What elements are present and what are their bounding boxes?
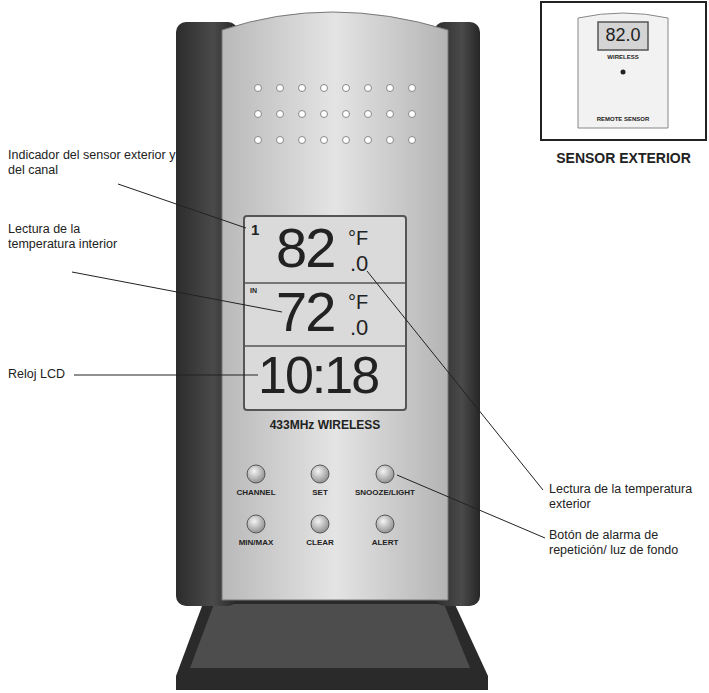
sensor-lcd xyxy=(598,22,648,50)
clock-time: 10:18 xyxy=(258,349,404,401)
front-face xyxy=(222,12,448,600)
sensor-body xyxy=(578,13,668,128)
sensor-frame xyxy=(541,2,706,140)
temp-unit: °F xyxy=(348,226,378,250)
temp-decimal: .0 xyxy=(350,251,380,277)
leader-lines xyxy=(72,184,545,538)
indoor-temp: 72 xyxy=(276,284,350,340)
temp-unit: °F xyxy=(348,290,378,314)
sensor-text: WIRELESS xyxy=(578,54,668,61)
temp-decimal: .0 xyxy=(350,315,380,341)
model-text: 433MHz WIRELESS xyxy=(244,418,406,432)
lcd-screen xyxy=(244,216,406,410)
sensor-reading: 82.0 xyxy=(598,25,648,47)
indoor-mark: IN xyxy=(250,287,270,295)
callout-label: Reloj LCD xyxy=(8,367,88,382)
outdoor-temp: 82 xyxy=(276,220,350,276)
sensor-led xyxy=(621,70,626,75)
stand xyxy=(176,598,488,690)
button-label: MIN/MAX xyxy=(221,538,291,548)
callout-label: Indicador del sensor exterior y del cana… xyxy=(8,148,180,178)
button-label: CLEAR xyxy=(285,538,355,548)
button-label: ALERT xyxy=(350,538,420,548)
speaker-grille xyxy=(255,85,416,144)
callout-label: Botón de alarma de repetición/ luz de fo… xyxy=(549,528,707,558)
button-label: SNOOZE/LIGHT xyxy=(345,488,425,498)
channel-number: 1 xyxy=(251,221,267,239)
button-label: CHANNEL xyxy=(221,488,291,498)
callout-label: Lectura de la temperatura interior xyxy=(8,222,118,252)
callout-label: Lectura de la temperatura exterior xyxy=(549,482,707,512)
stand-top xyxy=(190,604,470,668)
buttons xyxy=(247,465,394,533)
sensor-caption: SENSOR EXTERIOR xyxy=(541,150,706,167)
button-label: SET xyxy=(285,488,355,498)
sensor-text: REMOTE SENSOR xyxy=(578,116,668,123)
